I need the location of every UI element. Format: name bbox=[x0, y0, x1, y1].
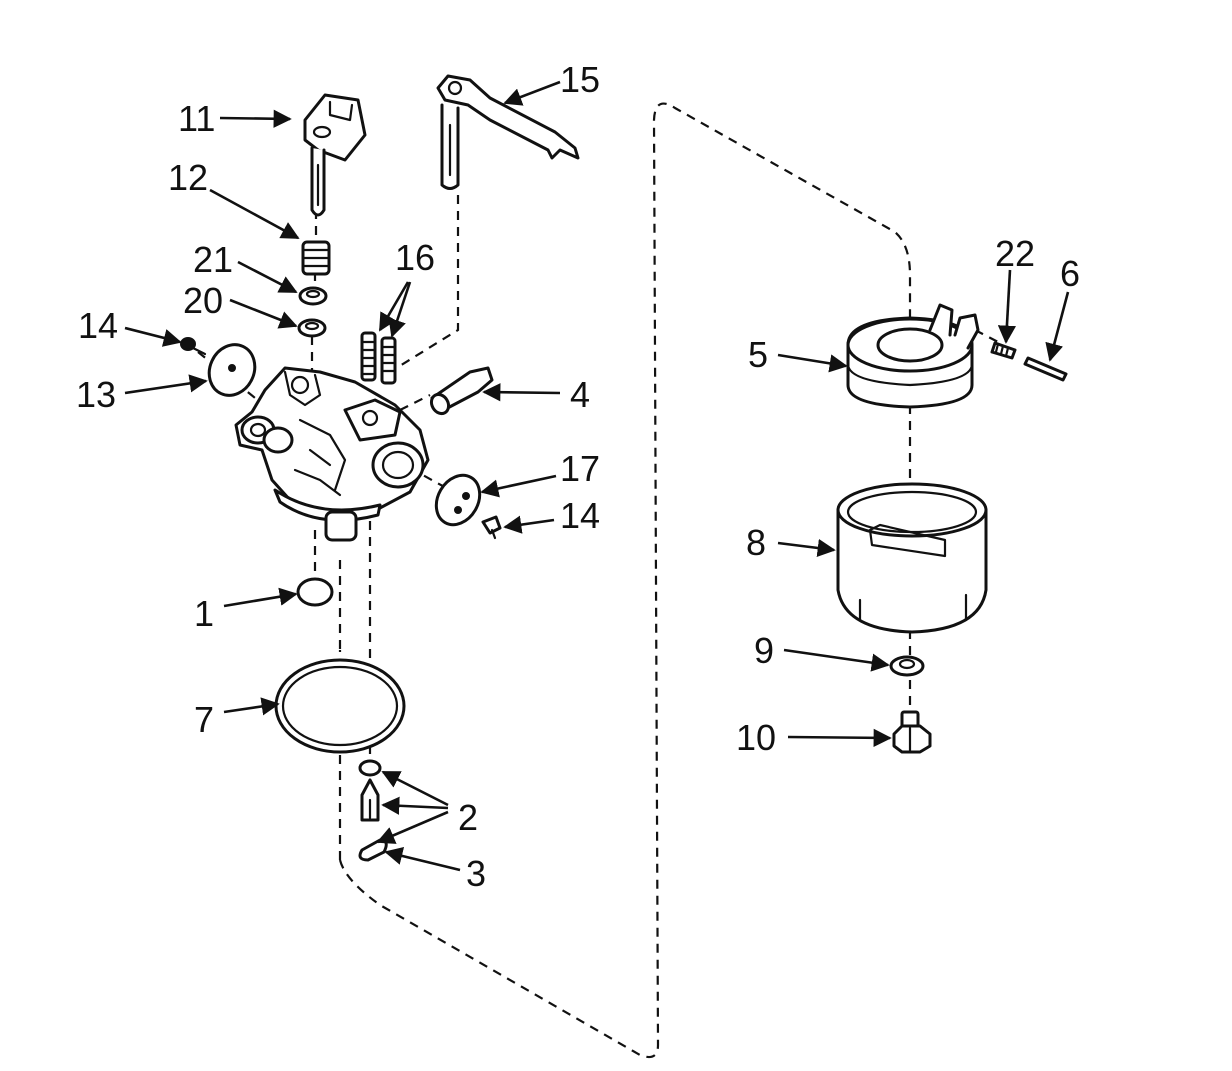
callout-13: 13 bbox=[76, 374, 116, 415]
part-14-screw-left bbox=[180, 337, 207, 356]
callout-15: 15 bbox=[560, 59, 600, 100]
part-15-throttle-lever bbox=[436, 74, 580, 190]
part-10-bowl-nut bbox=[892, 710, 932, 754]
callout-7: 7 bbox=[194, 699, 214, 740]
callout-5: 5 bbox=[748, 334, 768, 375]
part-3-clip bbox=[358, 838, 388, 862]
part-9-washer bbox=[889, 655, 925, 677]
part-17-plate bbox=[434, 473, 482, 527]
callout-11: 11 bbox=[178, 98, 215, 139]
part-11-bracket bbox=[303, 93, 367, 217]
callout-22: 22 bbox=[995, 233, 1035, 274]
callout-17: 17 bbox=[560, 448, 600, 489]
part-12-spring bbox=[301, 240, 331, 276]
group-boundary-dashed bbox=[338, 102, 912, 1059]
part-13-cover-plate bbox=[207, 343, 257, 397]
callout-8: 8 bbox=[746, 522, 766, 563]
part-2-needle-valve bbox=[358, 759, 382, 822]
callout-14-right: 14 bbox=[560, 495, 600, 536]
leader-arrows bbox=[124, 80, 1070, 872]
callout-3: 3 bbox=[466, 853, 486, 894]
callout-6: 6 bbox=[1060, 253, 1080, 294]
callout-labels: 11 12 21 20 14 13 15 16 4 17 14 1 7 2 3 … bbox=[76, 59, 1080, 894]
part-6-pin bbox=[1023, 356, 1068, 382]
part-4-jet bbox=[429, 366, 494, 416]
callout-20: 20 bbox=[183, 280, 223, 321]
callout-9: 9 bbox=[754, 630, 774, 671]
callout-2: 2 bbox=[458, 797, 478, 838]
part-16-springs bbox=[360, 331, 397, 385]
callout-14-left: 14 bbox=[78, 305, 118, 346]
part-1-seal-disc bbox=[296, 577, 334, 607]
callout-4: 4 bbox=[570, 374, 590, 415]
callout-12: 12 bbox=[168, 157, 208, 198]
callout-21: 21 bbox=[193, 239, 233, 280]
callout-1: 1 bbox=[194, 593, 214, 634]
part-20-seal bbox=[297, 318, 327, 338]
part-8-float-bowl bbox=[836, 482, 988, 634]
part-5-float bbox=[846, 303, 980, 409]
carburetor-body bbox=[234, 366, 430, 542]
part-7-gasket bbox=[274, 658, 406, 754]
part-22-hinge-spring bbox=[990, 341, 1017, 360]
callout-16: 16 bbox=[395, 237, 435, 278]
part-21-washer bbox=[298, 286, 328, 306]
callout-10: 10 bbox=[736, 717, 776, 758]
part-14-screw-right bbox=[481, 515, 502, 540]
